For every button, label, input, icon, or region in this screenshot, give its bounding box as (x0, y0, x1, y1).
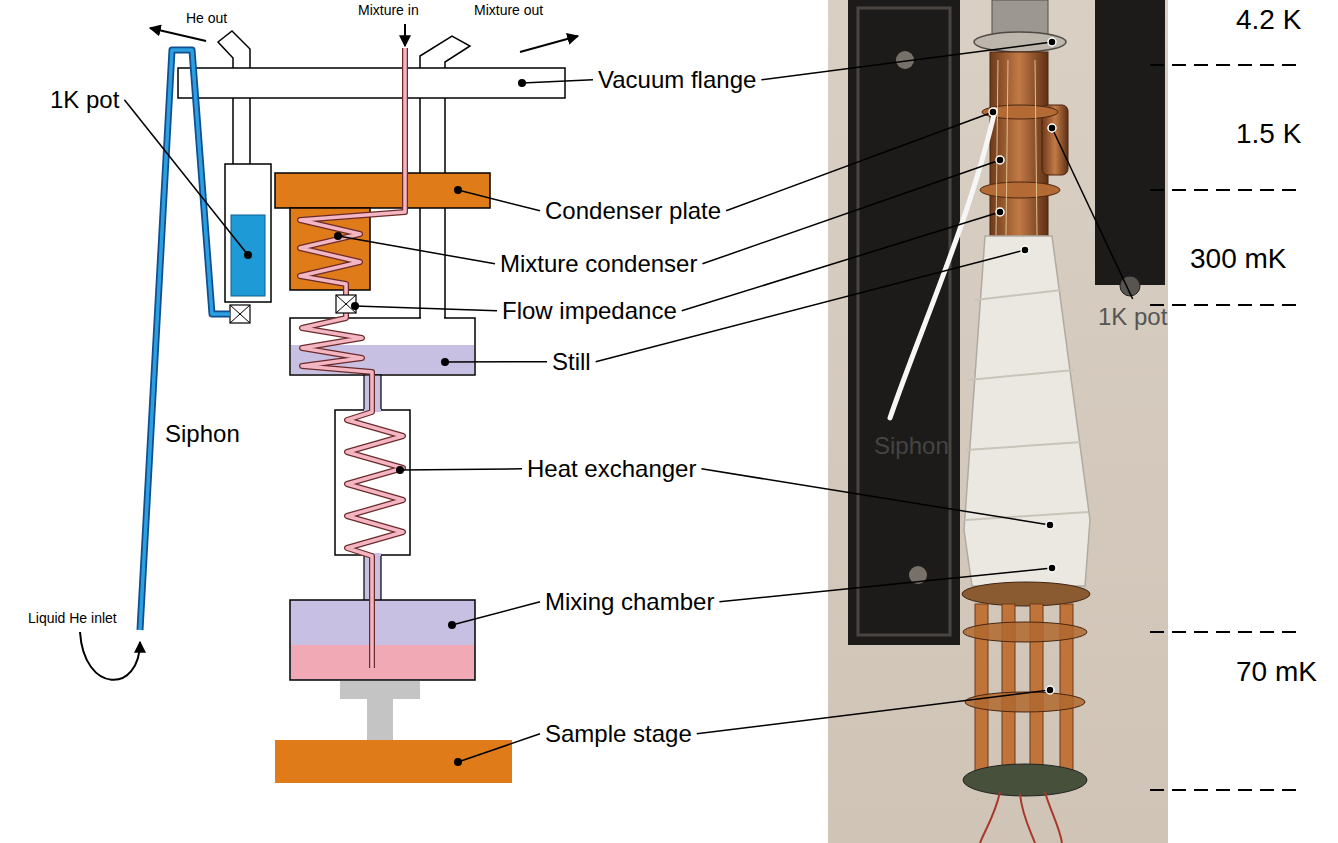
temperature-label: 1.5 K (1236, 118, 1301, 150)
leader-dot (996, 156, 1004, 164)
photo-label: 1K pot (1098, 303, 1167, 331)
one-k-pot (225, 164, 271, 302)
leader-line (761, 42, 1052, 80)
sample-stage (275, 740, 512, 783)
leader-dot (1046, 686, 1054, 694)
band-line (1150, 64, 1300, 66)
flow-arrow (520, 36, 578, 52)
leader-dot (334, 232, 342, 240)
leader-dot (351, 302, 359, 310)
leader-dot (1048, 564, 1056, 572)
leader-line (522, 80, 593, 83)
pipe-opening (421, 317, 444, 320)
leader-dot (1046, 521, 1054, 529)
inlet-arrow (80, 632, 140, 680)
leader-line (682, 212, 1000, 311)
wall (828, 0, 1168, 843)
mixing-chamber (290, 600, 475, 680)
leader-line (338, 236, 495, 264)
leader-dot (454, 186, 462, 194)
flow-label: Mixture out (474, 2, 543, 18)
condenser-plate (275, 173, 490, 208)
band-line (1150, 631, 1300, 633)
leader-line (458, 734, 540, 762)
flow-label: He out (186, 10, 227, 26)
flow-label: Mixture in (358, 2, 419, 18)
leader-line (458, 190, 540, 211)
cold-finger (367, 699, 393, 741)
leader-line (445, 361, 547, 363)
part-label: Condenser plate (545, 197, 721, 225)
leader-dot (396, 466, 404, 474)
leader-line (400, 469, 522, 470)
tape-band (966, 290, 1088, 520)
photo-label: Siphon (874, 432, 949, 460)
band-line (1150, 304, 1300, 306)
schematic (80, 24, 578, 783)
leader-dot (244, 251, 252, 259)
leader-dot (448, 621, 456, 629)
leader-line (701, 469, 1050, 525)
leader-line (1052, 128, 1133, 299)
flow-label: Liquid He inlet (28, 610, 117, 626)
copper-section (990, 52, 1048, 237)
flow-arrow (404, 24, 406, 46)
flow-arrow (150, 28, 206, 41)
cold-finger (340, 681, 420, 699)
leader-line (726, 112, 993, 211)
wires (980, 792, 1062, 843)
leader-line (702, 160, 1000, 264)
part-label: Siphon (165, 420, 240, 448)
leader-dot (996, 208, 1004, 216)
leader-line (355, 306, 497, 311)
leader-dot (1048, 124, 1056, 132)
band-line (1150, 189, 1300, 191)
temperature-label: 300 mK (1190, 243, 1287, 275)
temperature-label: 70 mK (1236, 656, 1317, 688)
wires (996, 60, 1037, 235)
temperature-label: 4.2 K (1236, 4, 1301, 36)
vacuum-flange (178, 68, 565, 98)
part-label: Sample stage (545, 720, 692, 748)
part-label: 1K pot (50, 86, 119, 114)
leader-line (719, 568, 1052, 602)
valve-cross (230, 305, 250, 323)
circuit-board (963, 764, 1087, 796)
leader-line (452, 602, 540, 625)
leader-dot (441, 358, 449, 366)
leader-line (124, 100, 248, 255)
mount-panel-edge (858, 8, 950, 635)
plate (962, 582, 1090, 606)
part-label: Still (552, 348, 591, 376)
mount-panel (848, 0, 960, 645)
taped-shield (964, 236, 1090, 586)
leader-dot (989, 108, 997, 116)
photo-siphon (890, 110, 995, 418)
band-line (1150, 789, 1300, 791)
part-label: Flow impedance (502, 297, 677, 325)
flange (974, 32, 1066, 52)
part-label: Mixing chamber (545, 588, 714, 616)
part-label: Heat exchanger (527, 455, 696, 483)
valve-symbol (230, 305, 250, 323)
concentrated-phase (291, 645, 474, 679)
plate (980, 182, 1060, 198)
photo (828, 0, 1168, 843)
plate (965, 692, 1085, 712)
leader-dot (1048, 38, 1056, 46)
helium-liquid (231, 215, 265, 296)
part-label: Vacuum flange (598, 66, 756, 94)
leader-dot (1021, 246, 1029, 254)
leader-line (697, 690, 1050, 734)
part-label: Mixture condenser (500, 250, 697, 278)
leader-dot (518, 79, 526, 87)
plate (963, 622, 1087, 642)
mixture-tube (300, 48, 405, 668)
mixture-tube (300, 48, 405, 668)
leader-dot (454, 758, 462, 766)
